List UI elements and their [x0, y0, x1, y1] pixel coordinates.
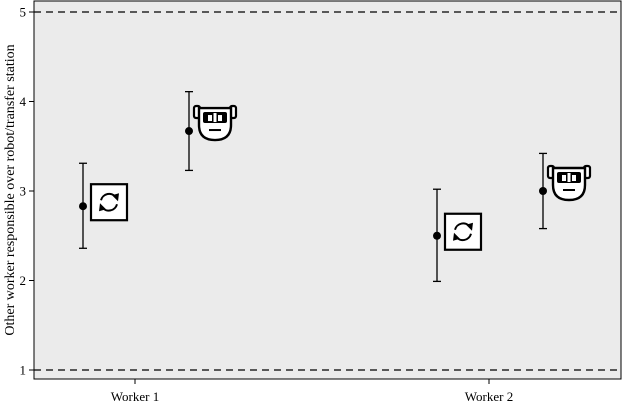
y-tick-label: 5 [20, 5, 27, 20]
data-point [539, 152, 592, 230]
x-tick-label: Worker 2 [465, 389, 513, 404]
y-tick-label: 2 [20, 273, 27, 288]
data-points [79, 91, 592, 283]
transfer-station-icon [443, 212, 483, 251]
y-tick-label: 3 [20, 184, 27, 199]
robot-icon [192, 104, 238, 142]
mean-marker [79, 202, 87, 211]
x-tick-label: Worker 1 [111, 389, 159, 404]
y-tick-label: 4 [20, 94, 27, 109]
y-axis: 1 2 3 4 5 [20, 5, 34, 378]
x-axis: Worker 1 Worker 2 [111, 379, 513, 404]
data-point [185, 91, 238, 172]
mean-marker [433, 231, 441, 240]
data-point [79, 162, 129, 249]
y-axis-title: Other worker responsible over robot/tran… [3, 44, 18, 335]
mean-marker [539, 187, 547, 195]
y-tick-label: 1 [20, 363, 27, 378]
reference-lines [34, 11, 621, 371]
mean-marker [185, 127, 193, 136]
plot-frame [33, 0, 622, 380]
robot-icon [546, 164, 592, 202]
transfer-station-icon [89, 183, 129, 222]
data-point [433, 188, 483, 283]
